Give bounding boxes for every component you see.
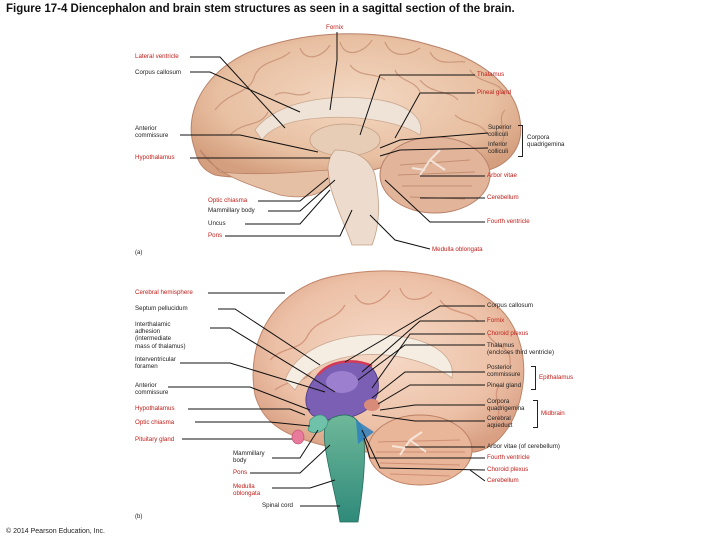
corpus-callosum-b [284, 334, 453, 391]
label-b-septum-pellucidum: Septum pellucidum [135, 305, 188, 312]
label-b-medulla-oblongata: Medulla oblongata [233, 483, 261, 498]
label-b-interventricular-foramen: Interventricular foramen [135, 356, 176, 371]
label-a-inferior-colliculi: Inferior colliculi [488, 141, 508, 156]
panel-label-b: (b) [135, 514, 143, 520]
fornix-b [317, 360, 373, 376]
leader-lines-b [168, 292, 486, 507]
label-b-hypothalamus: Hypothalamus [135, 405, 175, 412]
brain-photo-a [190, 33, 522, 246]
label-a-thalamus: Thalamus [477, 71, 505, 78]
label-b-thalamus: Thalamus (encloses third ventricle) [487, 342, 555, 357]
label-a-corpora-quadrigemina: Corpora quadrigemina [527, 134, 565, 149]
label-b-cerebellum: Cerebellum [487, 477, 519, 484]
label-a-lateral-ventricle: Lateral ventricle [135, 53, 179, 60]
panel-label-a: (a) [135, 250, 143, 256]
label-b-pineal-gland: Pineal gland [487, 382, 522, 389]
bracket-corpora-quadrigemina-a [518, 125, 523, 157]
label-a-superior-colliculi: Superior colliculi [488, 124, 512, 139]
label-a-uncus: Uncus [208, 220, 226, 227]
label-b-fornix: Fornix [487, 317, 505, 324]
label-b-mammillary-body: Mammillary body [233, 450, 265, 465]
label-a-hypothalamus: Hypothalamus [135, 154, 175, 161]
label-b-fourth-ventricle: Fourth ventricle [487, 454, 530, 461]
figure-title: Figure 17-4 Diencephalon and brain stem … [6, 3, 515, 15]
leader-lines-a [180, 32, 489, 250]
label-a-mammillary-body: Mammillary body [208, 207, 255, 214]
label-b-arbor-vitae: Arbor vitae (of cerebellum) [487, 443, 560, 450]
label-b-corpora-quadrigemina: Corpora quadrigemina [487, 398, 525, 413]
label-b-pituitary-gland: Pituitary gland [135, 436, 175, 443]
label-b-choroid-plexus-2: Choroid plexus [487, 466, 529, 473]
bracket-midbrain [533, 400, 538, 428]
label-a-pineal-gland: Pineal gland [477, 89, 512, 96]
label-a-fourth-ventricle: Fourth ventricle [487, 218, 530, 225]
label-a-pons: Pons [208, 232, 223, 239]
label-a-fornix: Fornix [326, 24, 344, 31]
label-b-spinal-cord: Spinal cord [262, 502, 293, 509]
label-a-cerebellum: Cerebellum [487, 194, 519, 201]
label-a-corpus-callosum: Corpus callosum [135, 69, 182, 76]
label-b-posterior-commissure: Posterior commissure [487, 364, 521, 379]
label-b-interthalamic-adhesion: Interthalamic adhesion (intermediate mas… [135, 321, 186, 350]
pituitary-b [291, 429, 305, 445]
label-b-optic-chiasma: Optic chiasma [135, 419, 175, 426]
copyright-notice: © 2014 Pearson Education, Inc. [6, 528, 105, 535]
label-b-cerebral-aqueduct: Cerebral aqueduct [487, 415, 513, 430]
arbor-vitae-a [411, 149, 446, 176]
label-b-midbrain: Midbrain [541, 410, 565, 417]
brain-illustration-b [252, 270, 525, 523]
label-a-optic-chiasma: Optic chiasma [208, 197, 248, 204]
bracket-epithalamus [531, 366, 536, 390]
thalamus-b [326, 371, 358, 393]
label-b-epithalamus: Epithalamus [539, 374, 574, 381]
label-b-pons: Pons [233, 469, 248, 476]
label-b-anterior-commissure: Anterior commissure [135, 382, 169, 397]
label-a-anterior-commissure: Anterior commissure [135, 125, 169, 140]
label-b-choroid-plexus: Choroid plexus [487, 330, 529, 337]
label-a-arbor-vitae: Arbor vitae [487, 172, 517, 179]
label-b-corpus-callosum: Corpus callosum [487, 302, 534, 309]
label-b-cerebral-hemisphere: Cerebral hemisphere [135, 289, 193, 296]
label-a-medulla-oblongata: Medulla oblongata [432, 246, 483, 253]
corpus-callosum-a [254, 96, 422, 141]
mammillary-b [307, 414, 329, 434]
